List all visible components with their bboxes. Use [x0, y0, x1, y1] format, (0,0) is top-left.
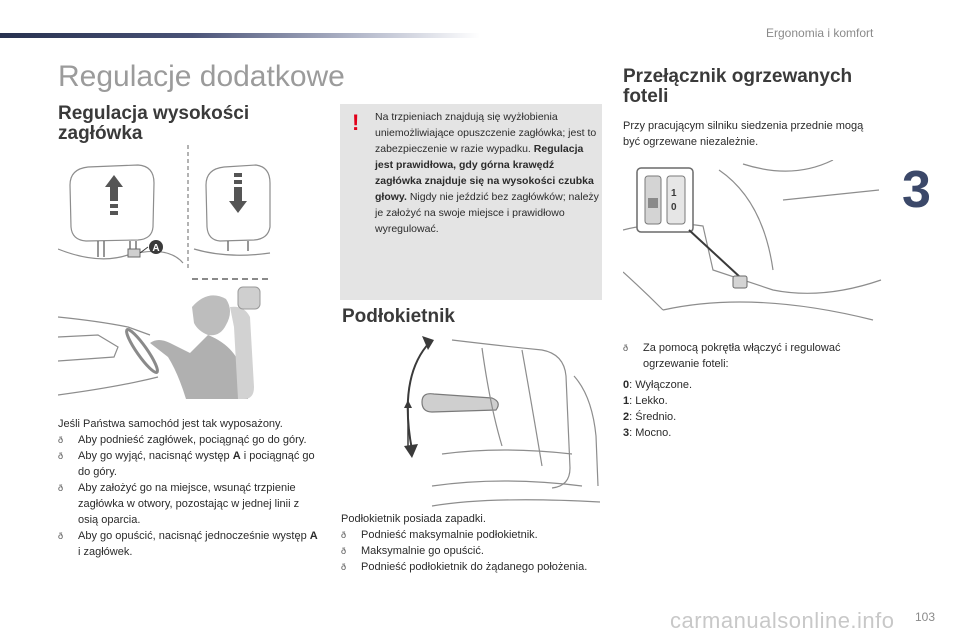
heated-seat-switch-illustration: 1 0 [623, 160, 882, 321]
page-number: 103 [915, 610, 936, 624]
headrest-intro: Jeśli Państwa samochód jest tak wyposażo… [58, 418, 283, 430]
header-accent-bar [0, 33, 480, 38]
heat-levels: 0: Wyłączone. 1: Lekko. 2: Średnio. 3: M… [623, 377, 692, 441]
headrest-steps: Aby podnieść zagłówek, pociągnąć go do g… [58, 432, 318, 560]
armrest-illustration [404, 336, 601, 507]
armrest-intro: Podłokietnik posiada zapadki. [341, 513, 486, 525]
heated-seats-steps: Za pomocą pokrętła włączyć i regulować o… [623, 340, 878, 372]
heat-level-high: 3: Mocno. [623, 427, 672, 439]
armrest-steps: Podnieść maksymalnie podłokietnik. Maksy… [341, 527, 601, 575]
chapter-number: 3 [902, 160, 960, 232]
list-item: Aby podnieść zagłówek, pociągnąć go do g… [58, 432, 318, 448]
section-title: Ergonomia i komfort [766, 26, 874, 40]
page-title: Regulacje dodatkowe [58, 60, 345, 93]
heat-level-medium: 2: Średnio. [623, 411, 677, 423]
heat-level-off: 0: Wyłączone. [623, 379, 692, 391]
warning-icon: ! [352, 110, 360, 135]
list-item: Podnieść maksymalnie podłokietnik. [341, 527, 601, 543]
warning-text: Na trzpieniach znajdują się wyżłobienia … [375, 111, 599, 235]
list-item: Maksymalnie go opuścić. [341, 543, 601, 559]
headrest-heading: Regulacja wysokości zagłówka [58, 103, 250, 144]
headrest-text: Jeśli Państwa samochód jest tak wyposażo… [58, 416, 318, 560]
list-item: Podnieść podłokietnik do żądanego położe… [341, 559, 601, 575]
dial-mark-1: 1 [671, 188, 677, 199]
dial-mark-0: 0 [671, 202, 677, 213]
list-item: Aby go wyjąć, nacisnąć występ A i pociąg… [58, 448, 318, 480]
list-item: Aby założyć go na miejsce, wsunąć trzpie… [58, 480, 318, 528]
watermark: carmanualsonline.info [670, 608, 895, 633]
heated-seats-intro: Przy pracującym silniku siedzenia przedn… [623, 120, 864, 148]
warning-box: ! Na trzpieniach znajdują się wyżłobieni… [340, 104, 602, 300]
heat-level-low: 1: Lekko. [623, 395, 668, 407]
list-item: Aby go opuścić, nacisnąć jednocześnie wy… [58, 528, 318, 560]
armrest-text: Podłokietnik posiada zapadki. Podnieść m… [341, 511, 601, 575]
callout-a-label: A [152, 243, 159, 254]
headrest-illustration: A [58, 145, 271, 270]
heated-seats-heading: Przełącznik ogrzewanych foteli [623, 66, 853, 107]
armrest-heading: Podłokietnik [342, 306, 455, 327]
driver-posture-illustration [58, 278, 270, 399]
list-item: Za pomocą pokrętła włączyć i regulować o… [623, 340, 878, 372]
